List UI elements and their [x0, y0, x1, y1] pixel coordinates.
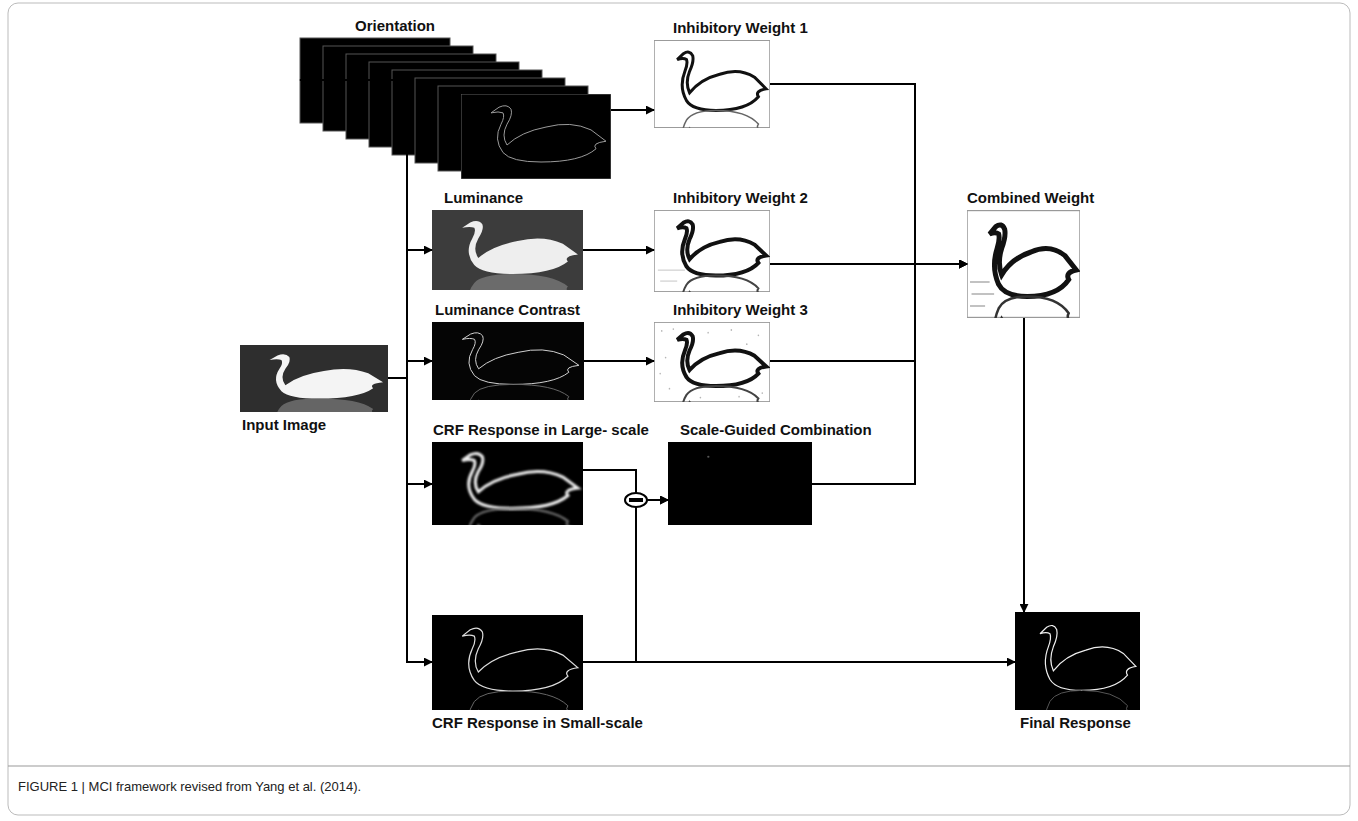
swan-outline	[677, 221, 766, 275]
swan-shape	[270, 354, 383, 398]
swan-outline	[462, 628, 578, 691]
flow-arrow	[583, 500, 668, 662]
image-panel: Inhibitory Weight 1	[654, 40, 770, 128]
image-panel: Orientation	[300, 38, 611, 179]
faint-spot	[707, 456, 709, 458]
water-texture	[972, 293, 995, 294]
image-ground	[654, 322, 770, 402]
image-panel: Final Response	[1015, 612, 1140, 710]
panel-title: Inhibitory Weight 1	[673, 19, 808, 37]
orientation-stack	[300, 38, 611, 179]
image-ground	[432, 442, 583, 525]
crf-large-image	[432, 442, 583, 563]
final-image	[1015, 612, 1140, 755]
input-image	[240, 345, 388, 443]
flow-arrow	[388, 378, 432, 484]
image-ground	[654, 210, 770, 292]
flow-arrow	[583, 470, 668, 500]
swan-outline	[677, 52, 766, 110]
panel-title: Input Image	[242, 416, 326, 434]
image-ground	[654, 40, 770, 128]
image-panel: Inhibitory Weight 3	[654, 322, 770, 402]
figure-caption: FIGURE 1 | MCI framework revised from Ya…	[18, 778, 361, 795]
panel-title: CRF Response in Large- scale	[433, 421, 649, 439]
flow-arrow	[611, 109, 654, 111]
water-texture	[970, 281, 990, 282]
flow-arrow	[388, 361, 432, 378]
image-panel: CRF Response in Large- scale	[432, 442, 583, 525]
image-ground	[668, 442, 812, 525]
panel-title: Luminance Contrast	[435, 301, 580, 319]
panel-title: Inhibitory Weight 2	[673, 189, 808, 207]
weight-image	[654, 40, 770, 169]
image-panel: Scale-Guided Combination	[668, 442, 812, 525]
panel-title: Orientation	[355, 17, 435, 35]
swan-outline	[491, 106, 606, 162]
water-texture	[660, 281, 677, 282]
image-panel: Luminance	[432, 210, 583, 290]
caption-rule	[8, 766, 1350, 767]
image-ground	[432, 322, 584, 400]
swan-reflection	[990, 296, 1077, 368]
flow-arrow	[812, 264, 967, 484]
swan-outline	[462, 453, 578, 508]
flow-arrow	[1023, 318, 1025, 612]
swan-reflection	[462, 508, 578, 563]
swan-reflection	[677, 110, 766, 168]
crf-small-image	[432, 615, 583, 754]
flow-arrow	[583, 661, 1015, 663]
flow-arrow	[770, 84, 967, 264]
image-ground	[461, 94, 611, 179]
panel-title: Luminance	[444, 189, 523, 207]
flow-arrow	[388, 378, 432, 662]
image-ground	[967, 210, 1080, 318]
minus-bar	[629, 498, 643, 502]
swan-outline	[677, 333, 766, 386]
flow-arrow	[388, 250, 432, 378]
image-panel: Input Image	[240, 345, 388, 412]
swan-outline	[990, 225, 1077, 297]
panel-title: Scale-Guided Combination	[680, 421, 872, 439]
subtract-operator	[625, 493, 647, 507]
swan-outline	[462, 333, 579, 385]
image-panel: CRF Response in Small-scale	[432, 615, 583, 710]
contrast-image	[432, 322, 584, 436]
flow-arrow	[584, 360, 654, 362]
luminance-image	[432, 210, 583, 327]
scale-guided-image	[668, 442, 812, 525]
panel-title: Combined Weight	[967, 189, 1094, 207]
image-ground	[1015, 612, 1140, 710]
swan-shape	[462, 221, 578, 274]
water-texture	[970, 305, 985, 306]
panel-title: CRF Response in Small-scale	[432, 714, 643, 732]
swan-outline	[1040, 626, 1136, 691]
panel-title: Inhibitory Weight 3	[673, 301, 808, 319]
flow-arrow	[583, 249, 654, 251]
orientation-image	[461, 94, 611, 179]
water-texture	[658, 270, 685, 271]
noise-speckle	[659, 328, 763, 398]
image-panel: Luminance Contrast	[432, 322, 584, 400]
figure-frame	[8, 3, 1350, 815]
panel-title: Final Response	[1020, 714, 1131, 732]
image-ground	[432, 615, 583, 710]
image-panel: Combined Weight	[967, 210, 1080, 318]
flow-arrow	[300, 80, 407, 378]
swan-reflection	[462, 274, 578, 327]
image-panel: Inhibitory Weight 2	[654, 210, 770, 292]
